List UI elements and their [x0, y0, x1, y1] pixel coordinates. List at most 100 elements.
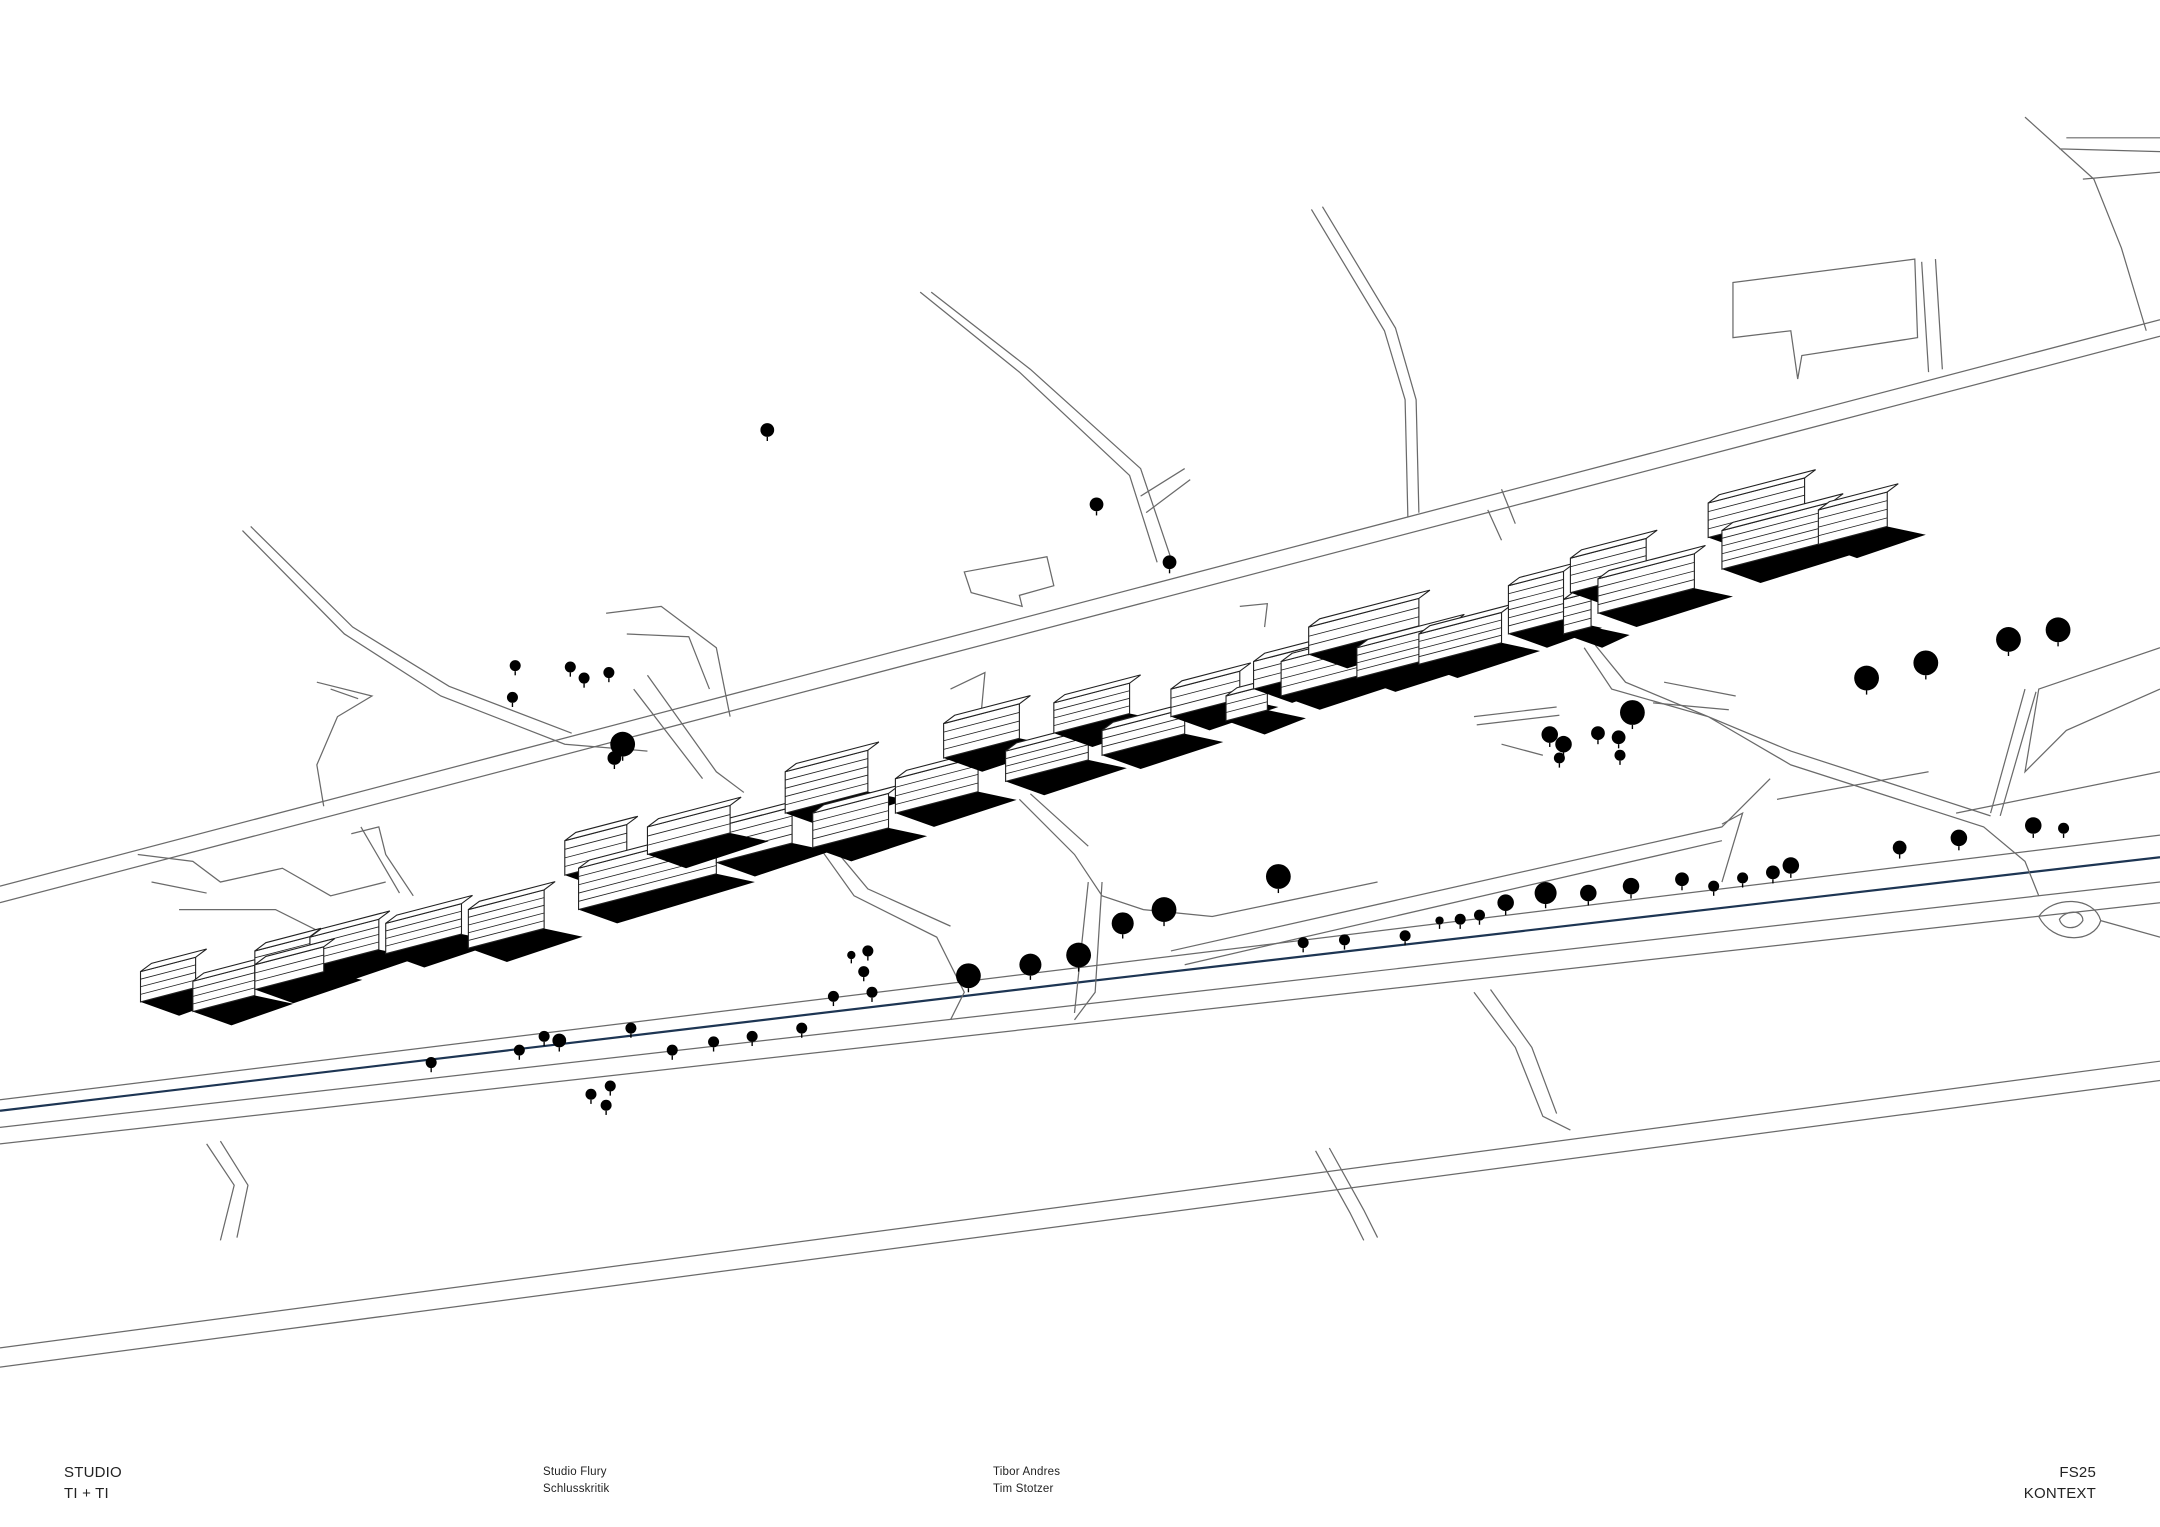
side-road: [1955, 647, 2160, 817]
building-shadow: [1721, 540, 1871, 583]
tree-icon: [625, 1022, 637, 1034]
tree-icon: [708, 1036, 720, 1048]
side-road: [1315, 1147, 1379, 1241]
building-shadow: [1597, 588, 1733, 628]
building-shadow: [647, 832, 769, 869]
building-shadow: [1818, 526, 1926, 559]
tree-icon: [1782, 857, 1800, 874]
tree-icon: [506, 691, 518, 703]
building-shadow: [812, 827, 928, 862]
tree-icon: [1675, 872, 1689, 887]
river: [0, 856, 2160, 1112]
semester-line1: FS25: [2059, 1464, 2096, 1481]
tree-icon: [1265, 864, 1291, 889]
side-road: [206, 1140, 249, 1241]
tree-icon: [1708, 880, 1720, 892]
tree-icon: [1555, 735, 1572, 753]
building: [646, 796, 742, 856]
tree-icon: [666, 1044, 678, 1056]
tree-icon: [513, 1044, 525, 1056]
tree-icon: [1996, 627, 2021, 652]
tree-icon: [578, 672, 590, 684]
tree-icon: [1089, 497, 1104, 512]
building: [1507, 562, 1575, 635]
side-road: [242, 526, 648, 752]
tree-icon: [1473, 909, 1485, 921]
tree-icon: [796, 1022, 808, 1034]
building: [385, 894, 473, 955]
side-road: [950, 489, 1516, 717]
tree-icon: [1066, 942, 1092, 968]
tree-icon: [1913, 650, 1939, 676]
tree-icon: [604, 1080, 616, 1092]
building: [1597, 544, 1706, 614]
tree-icon: [858, 966, 870, 978]
building: [943, 695, 1031, 759]
tree-icon: [2058, 822, 2070, 834]
tree-icon: [1399, 930, 1411, 942]
building: [139, 948, 207, 1003]
tree-icon: [1580, 884, 1597, 902]
authors-label: Tibor Andres Tim Stotzer: [993, 1464, 1060, 1498]
building: [784, 741, 880, 814]
tree-icon: [1435, 916, 1444, 925]
building: [467, 881, 556, 949]
tree-icon: [847, 950, 856, 960]
tree-icon: [1111, 912, 1134, 935]
building: [1170, 662, 1252, 718]
studio-label: STUDIO TI + TI: [64, 1462, 122, 1504]
side-road: [2024, 116, 2160, 331]
building-shadow: [1226, 710, 1306, 735]
building: [812, 784, 900, 849]
tree-icon: [1766, 865, 1780, 880]
building-shadow: [578, 873, 755, 924]
tree-icon: [1737, 872, 1749, 884]
tree-icon: [1620, 700, 1645, 725]
side-road: [819, 847, 965, 1021]
tree-icon: [1541, 726, 1559, 743]
author-1: Tibor Andres: [993, 1466, 1061, 1478]
roundabout: [2038, 900, 2160, 939]
tree-icon: [1534, 882, 1557, 905]
semester-line2: KONTEXT: [2023, 1485, 2096, 1502]
building: [1817, 483, 1899, 546]
tree-icon: [1591, 726, 1605, 741]
tree-icon: [538, 1030, 550, 1042]
building-shadow: [716, 843, 831, 877]
tree-icon: [585, 1088, 597, 1100]
building-masses: [139, 469, 1926, 1026]
tree-icon: [607, 751, 622, 765]
course-line2: Schlusskritik: [543, 1483, 610, 1495]
side-road: [606, 605, 745, 793]
building-shadow: [895, 791, 1017, 827]
author-2: Tim Stotzer: [993, 1483, 1054, 1495]
tree-icon: [1454, 913, 1466, 925]
tree-icon: [564, 661, 576, 673]
tree-icon: [866, 986, 878, 998]
tree-icon: [509, 660, 521, 672]
building-shadow: [1563, 626, 1630, 648]
tree-icon: [1950, 829, 1968, 847]
building-shadow: [1102, 733, 1224, 770]
tree-icon: [827, 990, 839, 1002]
course-label: Studio Flury Schlusskritik: [543, 1464, 610, 1498]
building: [1418, 603, 1513, 665]
tree-icon: [600, 1099, 612, 1111]
building-shadow: [468, 928, 583, 962]
tree-icon: [610, 731, 636, 757]
side-road: [1473, 681, 1929, 883]
side-road: [1473, 989, 1571, 1131]
building-shadow: [254, 971, 363, 1004]
tree-icon: [746, 1030, 758, 1042]
side-road: [1018, 778, 1771, 1021]
tree-icon: [1892, 840, 1907, 855]
tree-icon: [603, 667, 615, 679]
tree-icon: [1162, 555, 1177, 570]
tree-icon: [1622, 877, 1640, 895]
tree-icon: [2045, 617, 2071, 643]
side-road: [919, 291, 1191, 563]
side-road: [1583, 644, 2040, 897]
building-shadow: [1005, 759, 1127, 796]
building-shadow: [192, 995, 294, 1026]
tree-icon: [1611, 730, 1626, 745]
